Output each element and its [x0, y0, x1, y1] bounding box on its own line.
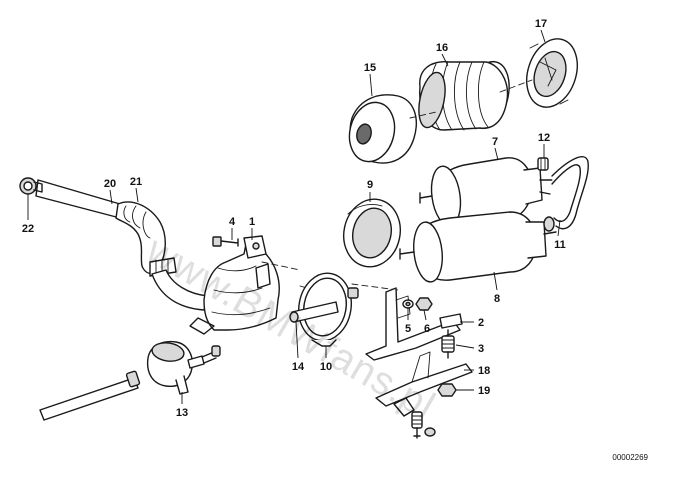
callout-8: 8: [494, 293, 500, 305]
callout-15: 15: [364, 62, 376, 74]
part-14-rubber-bush: [289, 301, 339, 323]
callout-labels: 17 16 15 7 12 9 11 8 20 21 22 4 1 2 3 18…: [22, 18, 566, 419]
diagram-reference-number: 00002269: [612, 453, 648, 462]
part-17-end-cap: [526, 38, 578, 108]
fuel-line-lower-left: [39, 370, 141, 421]
callout-7: 7: [492, 136, 498, 148]
part-3-rubber-mount: [441, 329, 455, 359]
callout-14: 14: [292, 361, 305, 373]
callout-1: 1: [249, 216, 255, 228]
part-2-support-bracket: [365, 287, 463, 361]
callout-2: 2: [478, 317, 484, 329]
callout-16: 16: [436, 42, 448, 54]
part-1-carrier-bracket: [189, 235, 280, 335]
callout-9: 9: [367, 179, 373, 191]
callout-6: 6: [424, 323, 430, 335]
part-11-connecting-hose: [543, 156, 589, 232]
part-15-damper-ring: [348, 94, 417, 164]
part-7-fuel-pump-upper: [419, 157, 553, 227]
callout-18: 18: [478, 365, 490, 377]
callout-5: 5: [405, 323, 411, 335]
part-22-hose-clamp: [19, 177, 43, 195]
callout-12: 12: [538, 132, 550, 144]
callout-21: 21: [130, 176, 142, 188]
part-13-pressure-damper: [146, 340, 221, 395]
callout-3: 3: [478, 343, 484, 355]
rubber-stud-bottom: [411, 411, 436, 439]
part-5-washer: [402, 299, 414, 309]
callout-19: 19: [478, 385, 490, 397]
callout-13: 13: [176, 407, 188, 419]
callout-22: 22: [22, 223, 34, 235]
callout-17: 17: [535, 18, 547, 30]
part-16-rubber-boot: [418, 60, 510, 131]
part-19-nut: [437, 383, 457, 397]
callout-10: 10: [320, 361, 332, 373]
callout-20: 20: [104, 178, 116, 190]
callout-leaders: [27, 29, 561, 404]
part-9-clamp-ring: [343, 198, 401, 268]
callout-4: 4: [229, 216, 236, 228]
callout-11: 11: [554, 239, 566, 251]
part-4-bolt: [212, 236, 239, 247]
part-12-hose-clip: [537, 157, 549, 171]
part-20-21-inlet-hose: [35, 179, 209, 311]
part-8-fuel-pump-lower: [399, 211, 557, 283]
part-18-holder: [375, 351, 473, 417]
part-6-nut: [415, 297, 433, 311]
